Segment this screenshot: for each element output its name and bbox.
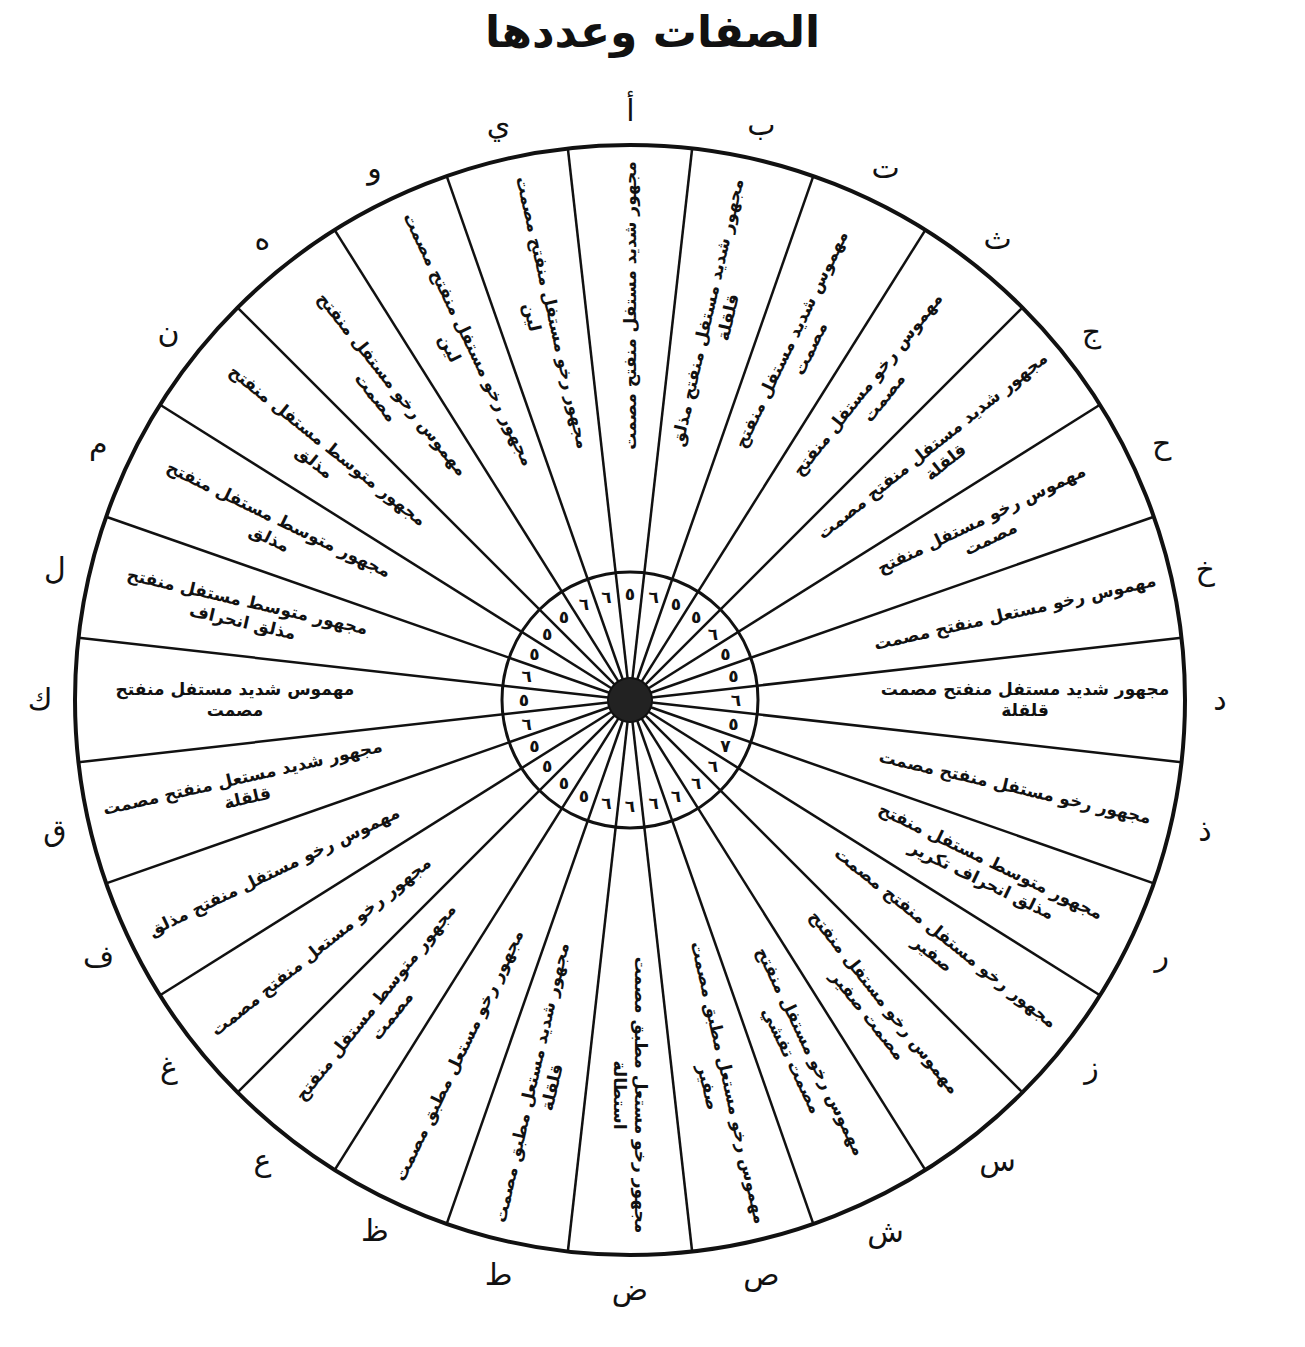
letter-label: ي [477, 103, 521, 147]
outer-circle [75, 145, 1185, 1255]
letter-label: غ [147, 1046, 191, 1090]
attribute-list: مهموس شديد مستفل منفتح مصمت [90, 679, 380, 721]
attribute-count: ٥ [721, 664, 745, 688]
attribute-count: ٦ [724, 688, 748, 712]
attribute-count: ٦ [701, 622, 725, 646]
letter-sector: مهموس رخو مستفل منفتح مذلقف [139, 799, 409, 944]
hub [608, 678, 652, 722]
attribute-count: ٥ [512, 688, 536, 712]
attribute-count: ٥ [535, 622, 559, 646]
letter-label: و [352, 146, 396, 190]
sector-line [568, 722, 628, 1252]
attribute-list: مجهور رخو مستعل مطبق مصمت استطالة [609, 950, 651, 1240]
letter-label: أ [608, 88, 652, 132]
attribute-list: مجهور متوسط مستفل منفتح مصمت [277, 882, 491, 1135]
letter-label: ذ [1183, 809, 1227, 853]
attribute-count: ٧ [714, 734, 738, 758]
attribute-list: مجهور شديد مستفل منفتح مصمت [620, 160, 641, 450]
letter-label: ت [864, 146, 908, 190]
attribute-count: ٦ [594, 791, 618, 815]
sector-line [652, 702, 1182, 762]
attribute-count: ٦ [572, 592, 596, 616]
title: الصفات وعددها [0, 6, 1305, 57]
letter-label: ب [739, 103, 783, 147]
letter-label: ل [33, 547, 77, 591]
attribute-count: ٦ [515, 664, 539, 688]
letter-label: س [976, 1139, 1020, 1183]
attribute-count: ٥ [714, 642, 738, 666]
letter-label: ض [608, 1268, 652, 1312]
letter-label: ر [1140, 934, 1184, 978]
attribute-count: ٦ [684, 771, 708, 795]
letter-sector: مهموس شديد مستفل منفتح مصمتك [90, 679, 380, 721]
letter-label: ف [76, 934, 120, 978]
sector-line [649, 712, 1100, 996]
letter-label: ص [739, 1253, 783, 1297]
attribute-count: ٥ [684, 605, 708, 629]
sector-line [160, 712, 611, 996]
sector-line [642, 719, 926, 1170]
sector-line [642, 230, 926, 681]
letter-label: خ [1183, 547, 1227, 591]
sector-line [160, 405, 611, 689]
letter-label: م [76, 422, 120, 466]
letter-label: ث [976, 217, 1020, 261]
attribute-count: ٥ [618, 582, 642, 606]
letter-label: ق [33, 809, 77, 853]
attribute-count: ٥ [572, 784, 596, 808]
attribute-count: ٦ [594, 585, 618, 609]
attribute-count: ٦ [515, 712, 539, 736]
letter-sector: مجهور شديد مستفل منفتح مصمت قلقلةد [880, 679, 1170, 721]
attribute-count: ٥ [522, 734, 546, 758]
attribute-count: ٥ [535, 754, 559, 778]
sector-line [335, 719, 619, 1170]
attribute-list: مهموس رخو مستعل منفتح مصمت [871, 570, 1158, 655]
letter-label: ش [864, 1210, 908, 1254]
attribute-count: ٦ [618, 794, 642, 818]
sector-line [335, 230, 619, 681]
attribute-count: ٦ [701, 754, 725, 778]
letter-sector: مجهور متوسط مستفل منفتح مصمتع [277, 882, 491, 1135]
attribute-count: ٥ [552, 605, 576, 629]
attribute-count: ٦ [642, 585, 666, 609]
attribute-count: ٦ [664, 784, 688, 808]
letter-sector: مهموس رخو مستعل منفتح مصمتخ [871, 570, 1158, 655]
letter-sector: مجهور شديد مستفل منفتح مصمتأ [620, 160, 641, 450]
attribute-count: ٥ [721, 712, 745, 736]
attribute-count: ٥ [522, 642, 546, 666]
attribute-list: مهموس رخو مستفل منفتح مذلق [139, 799, 409, 944]
attribute-count: ٦ [642, 791, 666, 815]
letter-label: ع [240, 1139, 284, 1183]
letter-label: ك [18, 678, 62, 722]
attribute-list: مجهور شديد مستفل منفتح مصمت قلقلة [880, 679, 1170, 721]
letter-label: ن [147, 310, 191, 354]
attribute-count: ٥ [552, 771, 576, 795]
letter-label: ط [477, 1253, 521, 1297]
letter-label: ظ [352, 1210, 396, 1254]
letter-sector: مجهور رخو مستعل مطبق مصمت استطالةض [609, 950, 651, 1240]
letter-label: د [1198, 678, 1242, 722]
letter-label: ز [1069, 1046, 1113, 1090]
attribute-count: ٥ [664, 592, 688, 616]
letter-label: ه [240, 217, 284, 261]
letter-label: ح [1140, 422, 1184, 466]
letter-label: ج [1069, 310, 1113, 354]
